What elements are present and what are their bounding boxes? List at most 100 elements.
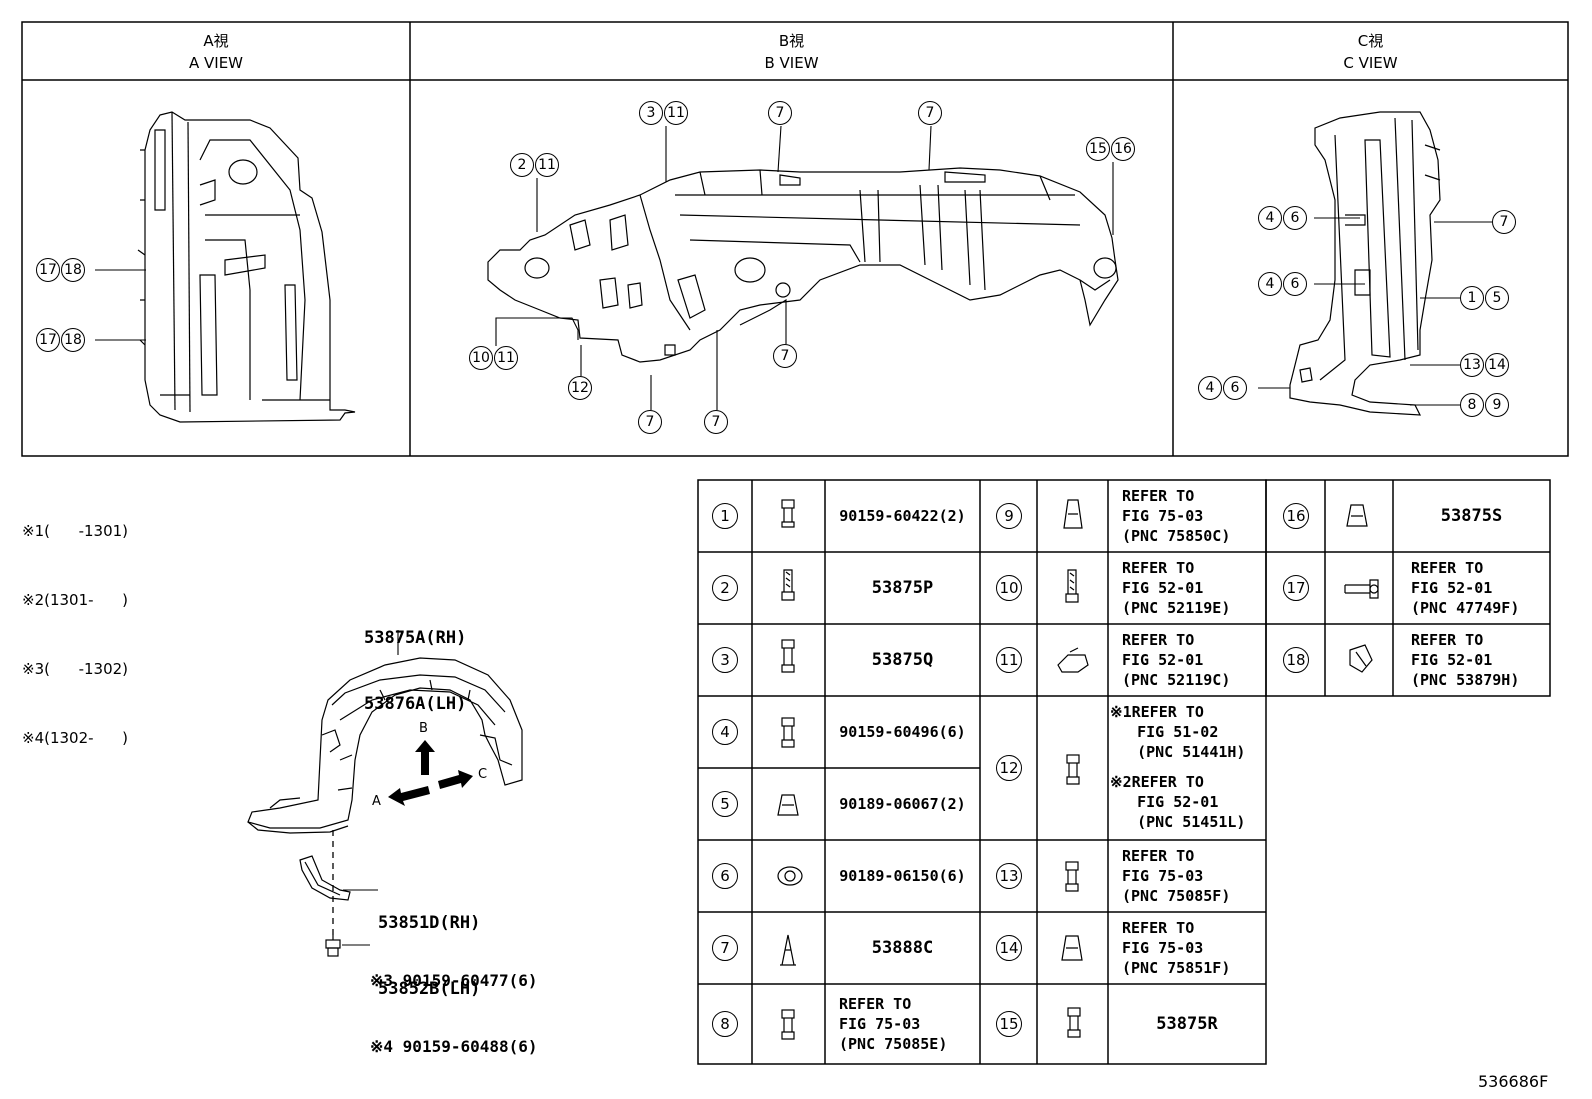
table-pn-18: REFER TO FIG 52-01 (PNC 53879H) <box>1411 631 1520 689</box>
callout-b10: 7 <box>773 344 798 368</box>
table-pn-12a: ※1REFER TO FIG 51-02 (PNC 51441H) <box>1110 703 1246 761</box>
table-pn-6: 90189-06150(6) <box>839 867 966 885</box>
table-ref-10: 10 <box>996 575 1022 601</box>
arrow-label-b: B <box>419 721 428 736</box>
view-c-header: C視 C VIEW <box>1173 30 1568 74</box>
clip-nut-icon <box>1057 647 1089 673</box>
table-ref-15: 15 <box>996 1011 1022 1037</box>
note-4: ※4(1302- ) <box>22 729 129 747</box>
table-ref-6: 6 <box>712 863 738 889</box>
table-pn-12b: ※2REFER TO FIG 52-01 (PNC 51451L) <box>1110 773 1246 831</box>
table-pn-10: REFER TO FIG 52-01 (PNC 52119E) <box>1122 559 1231 617</box>
callout-b3: 7 <box>918 101 943 125</box>
note-3: ※3( -1302) <box>22 660 129 678</box>
view-a-jp: A視 <box>203 32 229 50</box>
table-ref-12: 12 <box>996 755 1022 781</box>
callout-b8: 7 <box>638 410 663 434</box>
table-pn-4: 90159-60496(6) <box>839 723 966 741</box>
table-ref-2: 2 <box>712 575 738 601</box>
note-2: ※2(1301- ) <box>22 591 129 609</box>
screw-icon <box>781 569 795 601</box>
callout-c2: 7 <box>1492 210 1517 234</box>
main-part-label: 53875A(RH) 53876A(LH) <box>364 628 467 714</box>
table-pn-5: 90189-06067(2) <box>839 795 966 813</box>
table-pn-1: 90159-60422(2) <box>839 507 966 525</box>
grommet-icon <box>777 866 803 886</box>
parts-table-grid <box>697 479 1551 1065</box>
table-pn-3: 53875Q <box>871 650 934 670</box>
table-ref-11: 11 <box>996 647 1022 673</box>
view-a-header: A視 A VIEW <box>22 30 410 74</box>
table-pn-7: 53888C <box>871 938 934 958</box>
c-view-drawing <box>1289 111 1441 416</box>
table-pn-11: REFER TO FIG 52-01 (PNC 52119C) <box>1122 631 1231 689</box>
table-ref-8: 8 <box>712 1011 738 1037</box>
table-pn-16: 53875S <box>1440 506 1503 526</box>
table-ref-4: 4 <box>712 719 738 745</box>
clip-icon <box>1063 499 1083 529</box>
spring-clip-icon <box>1349 644 1373 673</box>
view-b-en: B VIEW <box>764 54 819 72</box>
table-pn-8: REFER TO FIG 75-03 (PNC 75085E) <box>839 995 948 1053</box>
arrow-label-a: A <box>372 794 381 809</box>
table-ref-7: 7 <box>712 935 738 961</box>
callout-b9: 7 <box>704 410 729 434</box>
bolt-icon <box>781 499 795 528</box>
sub-part-label: 53851D(RH) 53852B(LH) <box>378 913 481 999</box>
table-ref-17: 17 <box>1283 575 1309 601</box>
views-frame <box>21 21 1569 457</box>
table-pn-13: REFER TO FIG 75-03 (PNC 75085F) <box>1122 847 1231 905</box>
screw-icon <box>1065 569 1079 603</box>
table-ref-18: 18 <box>1283 647 1309 673</box>
pin-clip-icon <box>1344 579 1379 599</box>
direction-arrows <box>388 740 473 806</box>
table-ref-1: 1 <box>712 503 738 529</box>
view-c-jp: C視 <box>1357 32 1384 50</box>
table-ref-13: 13 <box>996 863 1022 889</box>
table-ref-5: 5 <box>712 791 738 817</box>
table-ref-9: 9 <box>996 503 1022 529</box>
view-a-en: A VIEW <box>188 54 244 72</box>
clip-icon <box>780 934 796 966</box>
note-1: ※1( -1301) <box>22 522 129 540</box>
table-pn-9: REFER TO FIG 75-03 (PNC 75850C) <box>1122 487 1231 545</box>
nut-clip-icon <box>777 794 799 816</box>
table-ref-3: 3 <box>712 647 738 673</box>
table-pn-14: REFER TO FIG 75-03 (PNC 75851F) <box>1122 919 1231 977</box>
view-b-jp: B視 <box>778 32 805 50</box>
view-b-header: B視 B VIEW <box>410 30 1173 74</box>
mudguard-drawing <box>299 855 351 901</box>
nut-clip-icon <box>1061 935 1083 961</box>
view-c-en: C VIEW <box>1343 54 1398 72</box>
bolt-drawing <box>325 935 341 957</box>
production-notes: ※1( -1301) ※2(1301- ) ※3( -1302) ※4(1302… <box>22 474 128 773</box>
b-view-drawing <box>487 167 1119 363</box>
a-view-drawing <box>137 111 356 423</box>
table-ref-14: 14 <box>996 935 1022 961</box>
table-pn-2: 53875P <box>871 578 934 598</box>
fastener-icons <box>777 499 1379 1040</box>
figure-id: 536686F <box>1478 1072 1549 1091</box>
fender-liner-drawing <box>247 657 523 834</box>
callout-b7: 12 <box>568 376 593 400</box>
bolt-icon <box>1067 1007 1081 1038</box>
nut-clip-icon <box>1346 504 1368 527</box>
table-ref-16: 16 <box>1283 503 1309 529</box>
bolt-icon <box>1065 861 1079 892</box>
arrow-label-c: C <box>478 767 488 782</box>
bolt-icon <box>1066 754 1080 785</box>
table-pn-17: REFER TO FIG 52-01 (PNC 47749F) <box>1411 559 1520 617</box>
bolt-part-label: ※3 90159-60477(6) ※4 90159-60488(6) <box>370 971 538 1056</box>
bolt-icon <box>781 639 795 673</box>
